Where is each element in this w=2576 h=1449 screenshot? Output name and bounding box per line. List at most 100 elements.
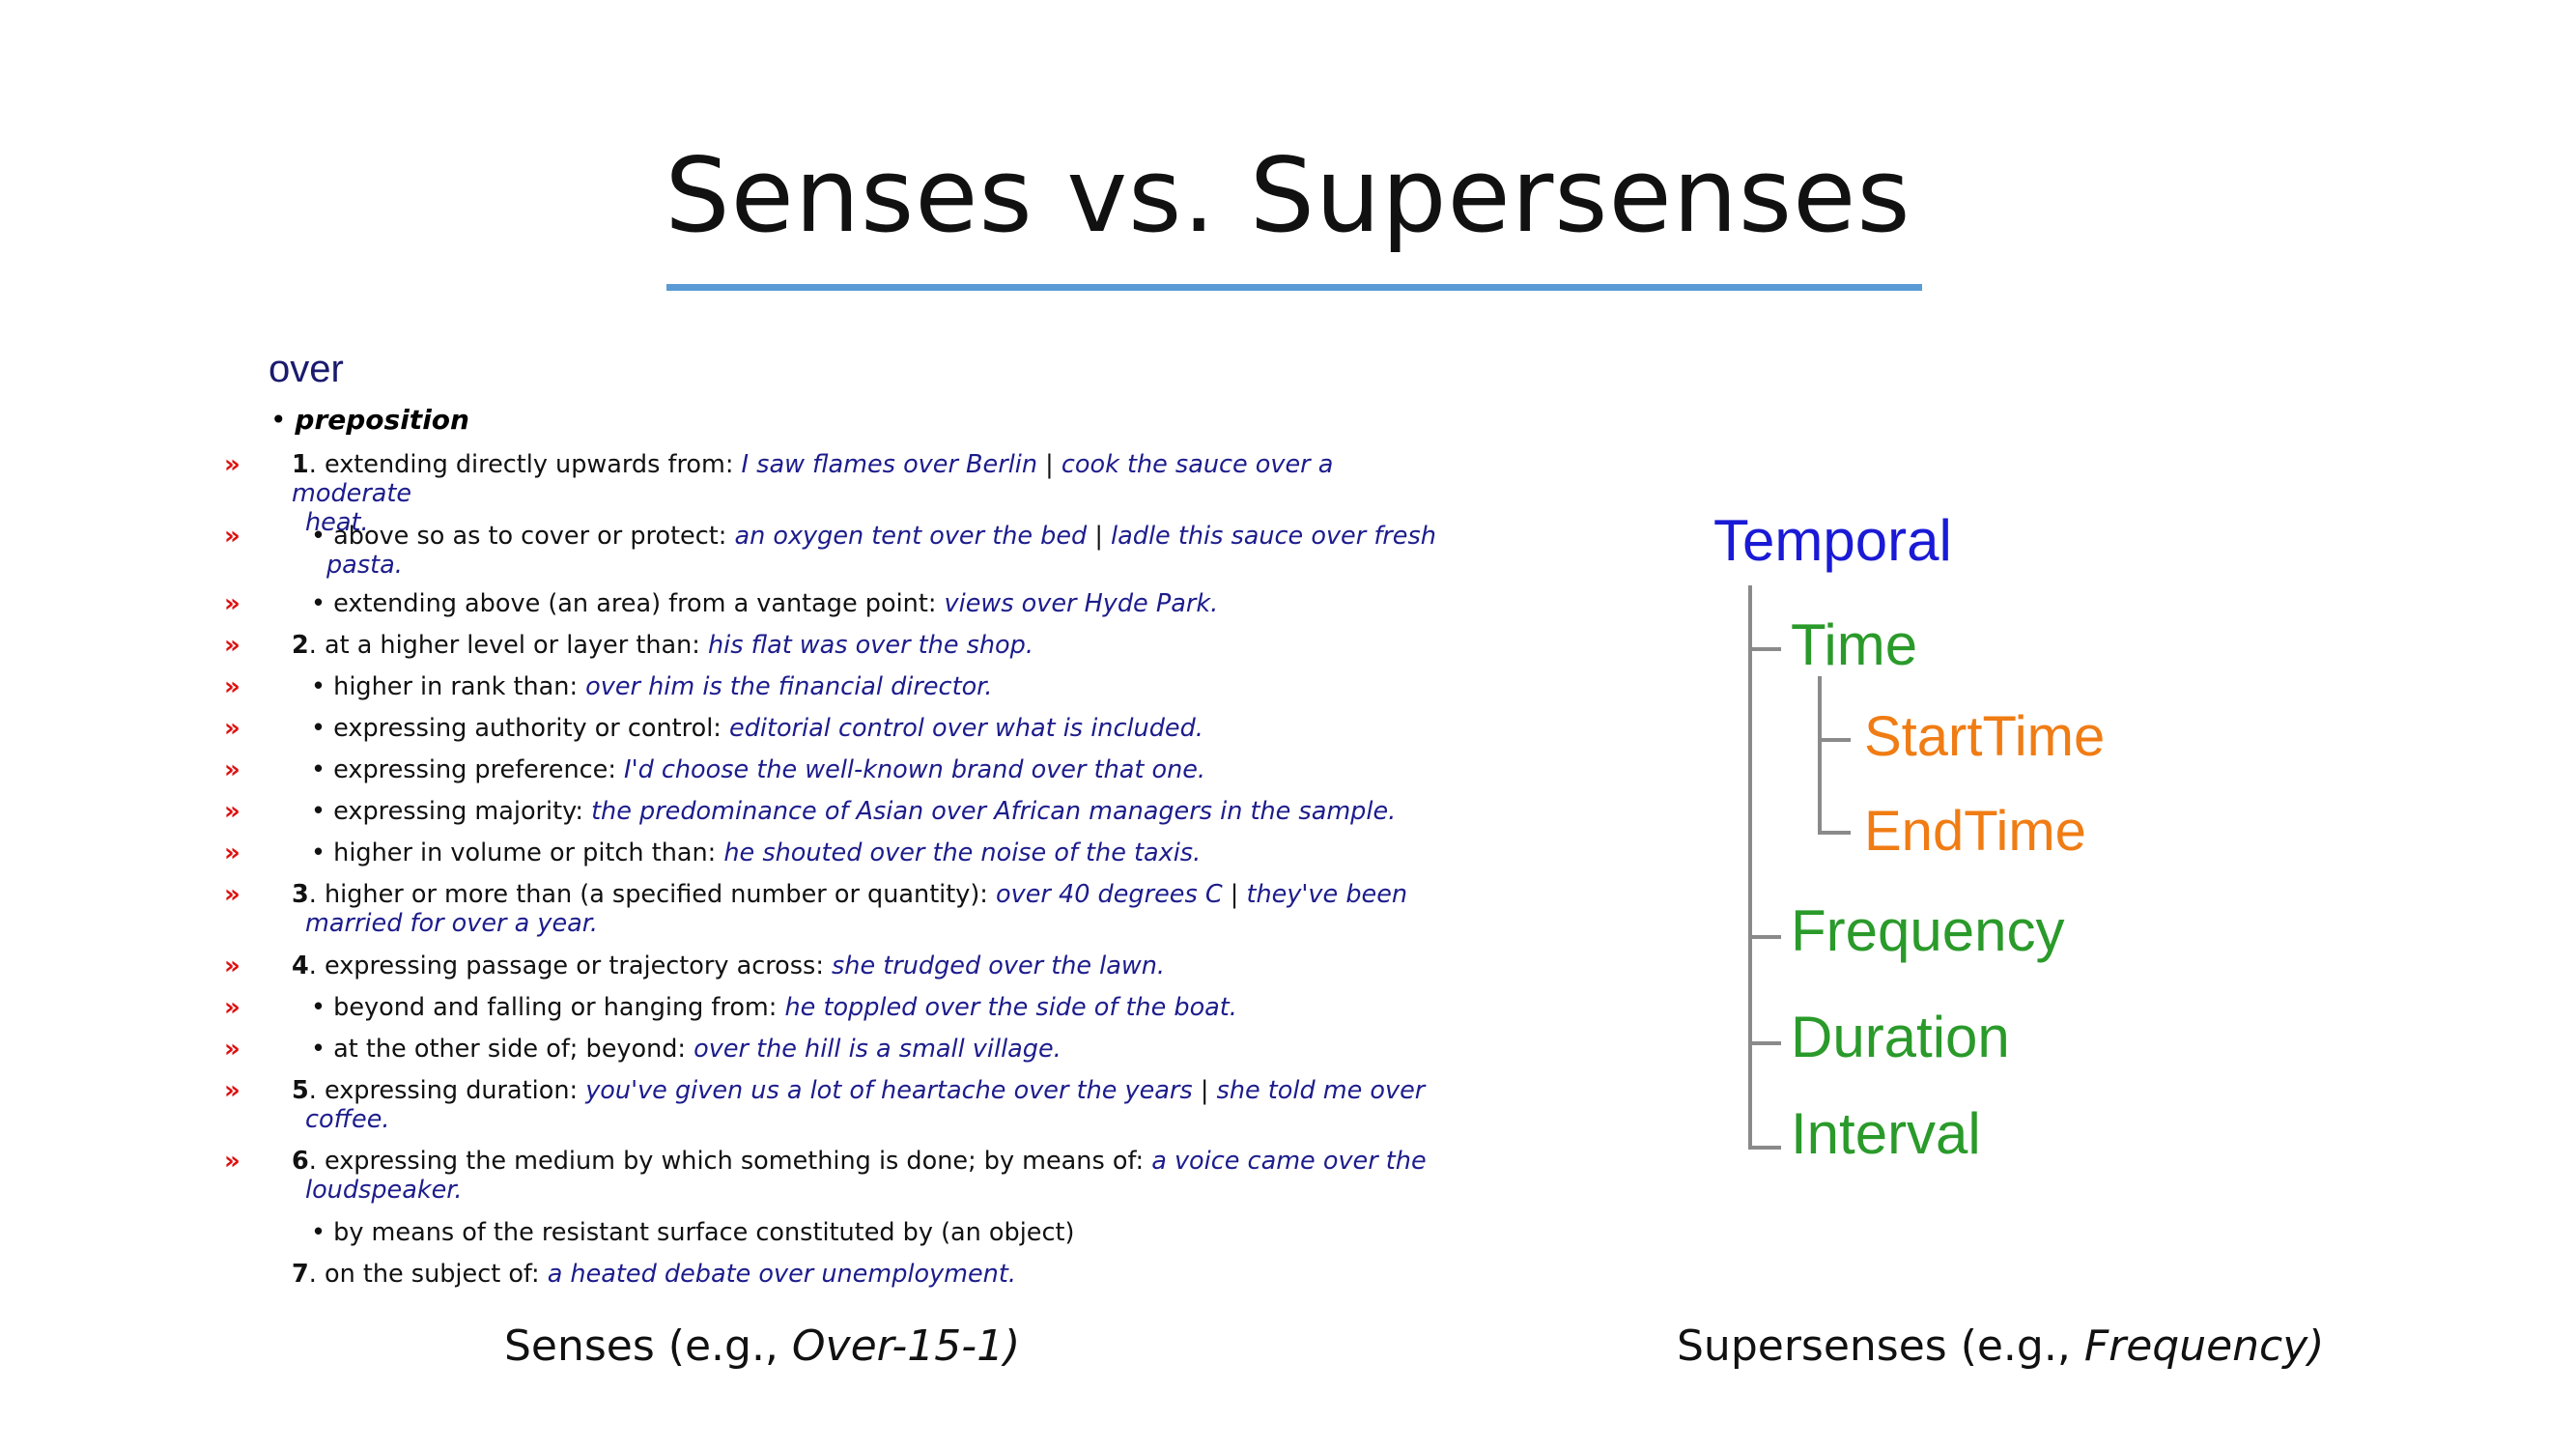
sense-example: editorial control over what is included. xyxy=(729,714,1203,743)
example-separator: | xyxy=(1192,1076,1217,1105)
sense-number: 7 xyxy=(292,1260,309,1289)
sense-example: you've given us a lot of heartache over … xyxy=(585,1076,1193,1105)
supersenses-caption-example: Frequency) xyxy=(2083,1321,2325,1371)
slide-title: Senses vs. Supersenses xyxy=(665,136,1911,255)
sense-text: 2. at a higher level or layer than: his … xyxy=(292,631,1033,660)
sense-example: an oxygen tent over the bed xyxy=(734,522,1088,551)
example-separator: | xyxy=(1222,880,1247,909)
sense-example: his flat was over the shop. xyxy=(707,631,1033,660)
sense-text: 4. expressing passage or trajectory acro… xyxy=(292,952,1166,980)
bullet-icon: • xyxy=(311,522,326,551)
sense-text: 5. expressing duration: you've given us … xyxy=(292,1076,1451,1134)
sense-number: 3 xyxy=(292,880,309,909)
sense-number: 4 xyxy=(292,952,309,980)
supersense-hierarchy: Temporal Time StartTime EndTime Frequenc… xyxy=(1700,493,2241,1188)
sense-example: she trudged over the lawn. xyxy=(832,952,1166,980)
sense-definition: expressing the medium by which something… xyxy=(324,1147,1152,1176)
sense-definition: extending directly upwards from: xyxy=(324,450,742,479)
tree-connector xyxy=(1748,647,1781,651)
expand-arrow-icon[interactable]: » xyxy=(224,755,241,784)
expand-arrow-icon[interactable]: » xyxy=(224,1147,241,1176)
sense-text: 6. expressing the medium by which someth… xyxy=(292,1147,1451,1205)
expand-arrow-icon[interactable]: » xyxy=(224,838,241,867)
sense-example: a voice came over the xyxy=(1151,1147,1427,1176)
bullet-icon: • xyxy=(311,838,326,867)
bullet-icon: • xyxy=(270,404,287,436)
sense-text: • by means of the resistant surface cons… xyxy=(311,1218,1451,1247)
expand-arrow-icon[interactable]: » xyxy=(224,797,241,826)
sense-number: 2 xyxy=(292,631,309,660)
sense-text: • at the other side of; beyond: over the… xyxy=(311,1035,1451,1064)
sense-definition: expressing authority or control: xyxy=(333,714,729,743)
expand-arrow-icon[interactable]: » xyxy=(224,522,241,551)
part-of-speech-label: preposition xyxy=(295,404,469,436)
part-of-speech: • preposition xyxy=(270,407,469,434)
bullet-icon: • xyxy=(311,797,326,826)
sense-definition: at a higher level or layer than: xyxy=(324,631,708,660)
sense-example: over the hill is a small village. xyxy=(694,1035,1062,1064)
expand-arrow-icon[interactable]: » xyxy=(224,714,241,743)
expand-arrow-icon[interactable]: » xyxy=(224,450,241,479)
tree-connector xyxy=(1748,935,1781,939)
sense-text: 3. higher or more than (a specified numb… xyxy=(292,880,1451,938)
tree-connector xyxy=(1748,1146,1781,1150)
sense-number: 1 xyxy=(292,450,309,479)
sense-example: he toppled over the side of the boat. xyxy=(784,993,1237,1022)
sense-text: 7. on the subject of: a heated debate ov… xyxy=(292,1260,1016,1289)
expand-arrow-icon[interactable]: » xyxy=(224,880,241,909)
sense-example-continued: loudspeaker. xyxy=(305,1176,463,1205)
sense-text: • higher in volume or pitch than: he sho… xyxy=(311,838,1451,867)
expand-arrow-icon[interactable]: » xyxy=(224,993,241,1022)
sense-definition: expressing majority: xyxy=(333,797,592,826)
sense-definition: by means of the resistant surface consti… xyxy=(333,1218,1075,1247)
sense-definition: expressing preference: xyxy=(333,755,625,784)
sense-text: • expressing majority: the predominance … xyxy=(311,797,1451,826)
sense-example: over 40 degrees C xyxy=(996,880,1223,909)
sense-text: 1. extending directly upwards from: I sa… xyxy=(292,450,1451,537)
expand-arrow-icon[interactable]: » xyxy=(224,589,241,618)
example-separator: | xyxy=(1037,450,1062,479)
tree-connector xyxy=(1818,738,1851,742)
sense-example: she told me over xyxy=(1216,1076,1426,1105)
supersenses-caption: Supersenses (e.g., Frequency) xyxy=(1677,1325,2324,1368)
bullet-icon: • xyxy=(311,589,326,618)
example-separator: | xyxy=(1087,522,1112,551)
sense-definition: higher in rank than: xyxy=(333,672,586,701)
node-starttime: StartTime xyxy=(1864,705,2106,768)
sense-example: views over Hyde Park. xyxy=(944,589,1219,618)
node-duration: Duration xyxy=(1791,1005,2010,1069)
sense-definition: at the other side of; beyond: xyxy=(333,1035,694,1064)
sense-number: 6 xyxy=(292,1147,309,1176)
expand-arrow-icon[interactable]: » xyxy=(224,672,241,701)
expand-arrow-icon[interactable]: » xyxy=(224,1035,241,1064)
node-interval: Interval xyxy=(1791,1101,1981,1166)
node-time: Time xyxy=(1791,612,1918,677)
bullet-icon: • xyxy=(311,672,326,701)
expand-arrow-icon[interactable]: » xyxy=(224,631,241,660)
sense-example-continued: heat. xyxy=(305,508,369,537)
sense-definition: higher in volume or pitch than: xyxy=(333,838,724,867)
headword: over xyxy=(269,348,344,390)
sense-number: 5 xyxy=(292,1076,309,1105)
sense-text: • higher in rank than: over him is the f… xyxy=(311,672,1451,701)
tree-connector xyxy=(1748,585,1752,1148)
sense-definition: higher or more than (a specified number … xyxy=(324,880,997,909)
expand-arrow-icon[interactable]: » xyxy=(224,1076,241,1105)
expand-arrow-icon[interactable]: » xyxy=(224,952,241,980)
bullet-icon: • xyxy=(311,993,326,1022)
bullet-icon: • xyxy=(311,714,326,743)
sense-text: • beyond and falling or hanging from: he… xyxy=(311,993,1451,1022)
title-underline xyxy=(666,284,1922,291)
sense-definition: extending above (an area) from a vantage… xyxy=(333,589,945,618)
bullet-icon: • xyxy=(311,1035,326,1064)
sense-example: cook the sauce over a moderate xyxy=(292,450,1334,508)
sense-text: • extending above (an area) from a vanta… xyxy=(311,589,1451,618)
sense-example: ladle this sauce over fresh xyxy=(1111,522,1436,551)
senses-caption-example: Over-15-1) xyxy=(791,1321,1021,1371)
sense-example-continued: coffee. xyxy=(305,1105,390,1134)
dictionary-entry: over • preposition » 1. extending directl… xyxy=(224,348,1451,1289)
tree-connector xyxy=(1818,676,1822,833)
sense-definition: expressing duration: xyxy=(324,1076,586,1105)
supersenses-caption-text: Supersenses (e.g., xyxy=(1677,1321,2084,1371)
sense-definition: on the subject of: xyxy=(324,1260,548,1289)
